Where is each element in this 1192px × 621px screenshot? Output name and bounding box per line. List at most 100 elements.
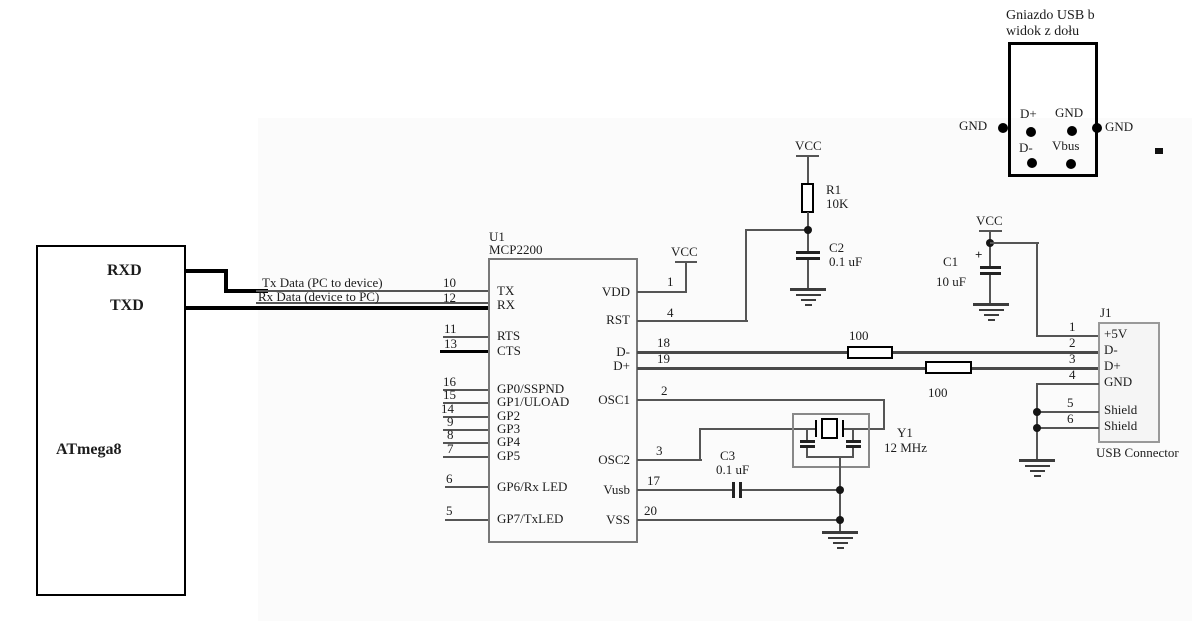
wire-loadcap-left-bottom <box>806 448 808 458</box>
resistor-100-dminus-value: 100 <box>849 328 869 343</box>
wire-c2-gnd <box>807 260 809 289</box>
stray-mark <box>1155 148 1163 154</box>
u1-pin3-number: 3 <box>656 443 663 458</box>
wire-j1-shield6 <box>1036 427 1099 429</box>
c2-plate-top <box>796 251 820 254</box>
rxdata-label: Rx Data (device to PC) <box>258 289 380 304</box>
usb-socket-dminus-pin-dot <box>1027 158 1037 168</box>
wire-loadcap-left-top <box>806 428 808 441</box>
wire-c1-gnd <box>989 275 991 304</box>
u1-pin12-number: 12 <box>443 290 456 305</box>
wire-5v-to-j1 <box>1036 335 1099 337</box>
usb-socket-dminus-label: D- <box>1019 140 1033 155</box>
c1-ref: C1 <box>943 254 959 269</box>
junction-shield6 <box>1033 424 1041 432</box>
j1-pin6-number: 6 <box>1067 411 1074 426</box>
y1-ref: Y1 <box>897 425 913 440</box>
usb-socket-title-line2: widok z dołu <box>1006 24 1080 39</box>
wire-rxd-v <box>224 269 228 293</box>
usb-socket-gnd-right-label: GND <box>1105 119 1134 134</box>
usb-socket-left-edge-pin-dot <box>998 123 1008 133</box>
wire-vcc-c1 <box>989 231 991 269</box>
u1-pin-osc2-label: OSC2 <box>598 452 630 467</box>
j1-pin1-number: 1 <box>1069 319 1076 334</box>
wire-osc2 <box>637 459 702 461</box>
c3-value: 0.1 uF <box>716 462 750 477</box>
u1-pin-tx-label: TX <box>497 283 515 298</box>
usb-socket-gnd-top-label: GND <box>1055 105 1084 120</box>
wire-osc1-down <box>883 399 885 430</box>
junction-rst-node <box>804 226 812 234</box>
u1-pin-gp0-label: GP0/SSPND <box>497 381 565 396</box>
j1-pin3-label: D+ <box>1104 358 1121 373</box>
vcc-label-c1: VCC <box>976 213 1003 228</box>
u1-pin-gp6-label: GP6/Rx LED <box>497 479 568 494</box>
junction-vss-gnd <box>836 516 844 524</box>
wire-rst-top <box>745 229 810 231</box>
u1-pin7-stub <box>443 456 488 458</box>
loadcap-right-plate-top <box>846 440 861 443</box>
wire-rxd-h <box>186 269 228 273</box>
u1-pin8-number: 8 <box>447 427 454 442</box>
atmega8-title: ATmega8 <box>56 441 122 458</box>
vcc-label-u1: VCC <box>671 244 698 259</box>
wire-crystal-gnd <box>839 456 841 532</box>
u1-pin9-stub <box>443 429 488 431</box>
ground-symbol-c2 <box>790 288 826 309</box>
crystal-body <box>821 418 838 439</box>
u1-pin-rts-label: RTS <box>497 328 521 343</box>
wire-rst-up <box>745 229 747 322</box>
j1-pin4-label: GND <box>1104 374 1133 389</box>
wire-j1-gnd-h <box>1036 383 1099 385</box>
c2-ref: C2 <box>829 240 845 255</box>
u1-pin2-number: 2 <box>661 383 668 398</box>
wire-vdd <box>637 291 687 293</box>
atmega8-pin-txd-label: TXD <box>110 297 144 314</box>
wire-vdd-up <box>685 262 687 293</box>
ground-symbol-c1 <box>973 303 1009 324</box>
u1-pin10-number: 10 <box>443 275 456 290</box>
u1-pin13-stub <box>440 350 488 353</box>
j1-ref: J1 <box>1100 305 1112 320</box>
u1-pin-dminus-label: D- <box>616 344 630 359</box>
usb-socket-right-edge-pin-dot <box>1092 123 1102 133</box>
loadcap-right-plate-bottom <box>846 445 861 448</box>
wire-loadcap-right-top <box>852 428 854 441</box>
wire-osc1 <box>637 399 885 401</box>
wire-txdata <box>256 290 488 292</box>
crystal-plate-right <box>842 420 844 437</box>
ground-symbol-j1 <box>1019 459 1055 480</box>
u1-pin-cts-label: CTS <box>497 343 521 358</box>
c1-value: 10 uF <box>936 274 966 289</box>
u1-pin1-number: 1 <box>667 274 674 289</box>
wire-dplus <box>637 367 1099 370</box>
crystal-plate-left <box>815 420 817 437</box>
y1-value: 12 MHz <box>884 440 927 455</box>
u1-pin-osc1-label: OSC1 <box>598 392 630 407</box>
j1-outline <box>1098 322 1160 443</box>
usb-socket-vbus-pin-dot <box>1066 159 1076 169</box>
c3-plate-left <box>732 482 735 498</box>
u1-pin9-number: 9 <box>447 414 454 429</box>
c2-value: 0.1 uF <box>829 254 863 269</box>
resistor-100-dplus-value: 100 <box>928 385 948 400</box>
atmega8-pin-rxd-label: RXD <box>107 262 142 279</box>
crystal-module-outline <box>792 413 870 468</box>
wire-j1-gnd-v <box>1036 383 1038 459</box>
u1-pin-rst-label: RST <box>606 312 630 327</box>
u1-pin5-number: 5 <box>446 503 453 518</box>
u1-pin17-number: 17 <box>647 473 660 488</box>
j1-pin5-number: 5 <box>1067 395 1074 410</box>
u1-pin-gp5-label: GP5 <box>497 448 521 463</box>
vcc-label-r1: VCC <box>795 138 822 153</box>
usb-socket-dplus-label: D+ <box>1020 106 1037 121</box>
wire-crystal-bottom-rail <box>806 456 854 458</box>
resistor-r1-body <box>801 183 814 213</box>
u1-pin-gp3-label: GP3 <box>497 421 521 436</box>
wire-loadcap-right-bottom <box>852 448 854 458</box>
u1-pin20-number: 20 <box>644 503 657 518</box>
j1-pin2-number: 2 <box>1069 335 1076 350</box>
u1-pin6-stub <box>445 486 488 488</box>
wire-5v-h <box>990 242 1039 244</box>
wire-vusb <box>637 489 733 491</box>
